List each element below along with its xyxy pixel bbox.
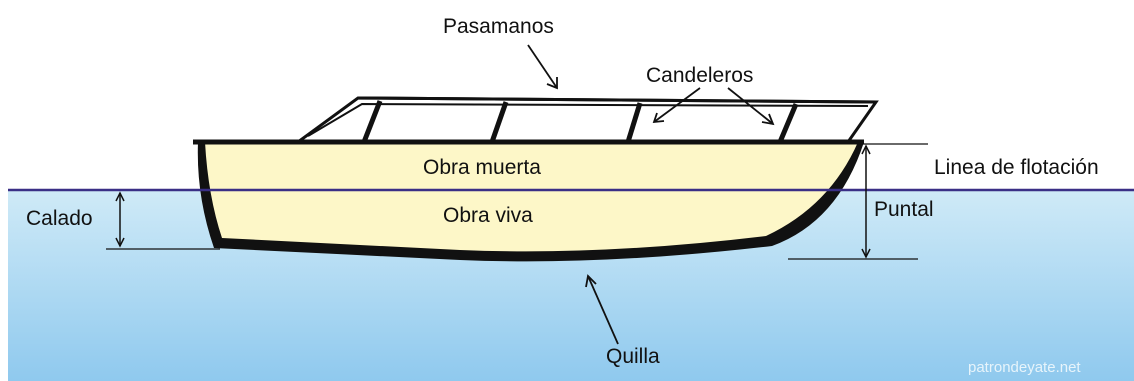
label-puntal: Puntal (874, 198, 934, 221)
cabin (293, 96, 879, 144)
label-obra-muerta: Obra muerta (423, 156, 541, 179)
candeleros-arrow-right (727, 87, 774, 125)
label-calado: Calado (26, 207, 93, 230)
pointer-arrows (527, 44, 775, 345)
candeleros-arrow-left (653, 87, 701, 123)
label-obra-viva: Obra viva (443, 204, 533, 227)
label-linea-flotacion: Linea de flotación (934, 156, 1099, 179)
watermark: patrondeyate.net (968, 359, 1081, 376)
puntal-dimension (861, 144, 871, 259)
candelero-post (361, 100, 383, 143)
pasamanos-arrow (527, 44, 558, 89)
hull (198, 142, 858, 258)
candelero-post (489, 101, 509, 143)
label-quilla: Quilla (606, 345, 660, 368)
label-pasamanos: Pasamanos (443, 15, 554, 38)
candelero-post (777, 103, 799, 143)
label-candeleros: Candeleros (646, 64, 753, 87)
pasamanos-rail (357, 96, 877, 104)
candelero-post (625, 102, 643, 143)
quilla-arrow (587, 275, 619, 345)
calado-dimension (115, 191, 125, 248)
hull-shadow (197, 142, 865, 262)
